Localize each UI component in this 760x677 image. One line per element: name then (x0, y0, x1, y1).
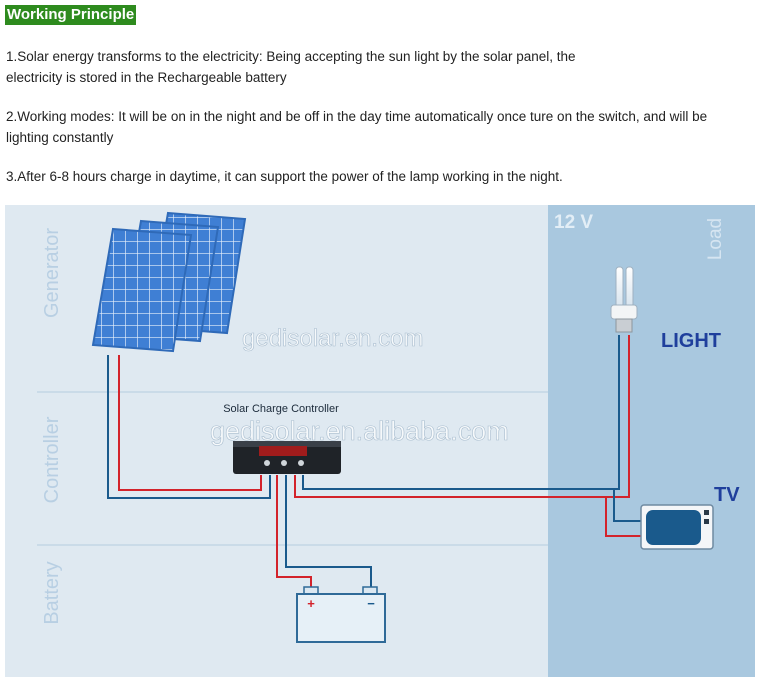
light-bulb-icon (610, 266, 638, 333)
controller-title: Solar Charge Controller (223, 403, 339, 415)
generator-label: Generator (41, 228, 63, 318)
wiring (107, 335, 641, 589)
panel-positive-wire (118, 355, 262, 491)
tv-icon (640, 504, 714, 550)
paragraph-2: 2.Working modes: It will be on in the ni… (6, 106, 751, 148)
paragraph-1-line-1: 1.Solar energy transforms to the electri… (6, 49, 576, 64)
controller-label: Controller (41, 416, 63, 503)
watermark-gedisolar: gedisolar.en.com (242, 325, 423, 352)
paragraph-1: 1.Solar energy transforms to the electri… (6, 46, 751, 88)
battery-positive-wire (276, 475, 312, 589)
light-positive-wire (294, 335, 630, 498)
voltage-label: 12 V (554, 212, 593, 233)
battery-label: Battery (41, 561, 63, 624)
paragraph-1-line-2: electricity is stored in the Rechargeabl… (6, 70, 287, 85)
paragraph-2-line-1: 2.Working modes: It will be on in the ni… (6, 109, 708, 124)
paragraph-3: 3.After 6-8 hours charge in daytime, it … (6, 166, 751, 187)
tv-positive-wire (605, 497, 641, 537)
charge-controller (233, 441, 341, 474)
tv-label: TV (714, 484, 740, 506)
tv-negative-wire (613, 489, 641, 522)
light-label: LIGHT (661, 330, 721, 352)
panel-negative-wire (107, 355, 271, 499)
battery-icon (296, 586, 386, 643)
solar-panel-array (91, 211, 247, 353)
watermark-alibaba: gedisolar.en.alibaba.com (210, 416, 509, 446)
solar-system-diagram: Generator Controller Battery Load 12 V S… (5, 205, 755, 677)
solar-panel-front (91, 227, 193, 353)
load-label: Load (705, 218, 726, 260)
paragraph-3-line-1: 3.After 6-8 hours charge in daytime, it … (6, 169, 563, 184)
battery-negative-sign: − (367, 596, 375, 611)
section-heading: Working Principle (5, 5, 137, 25)
battery-positive-sign: + (307, 596, 315, 611)
load-area (548, 205, 755, 677)
light-negative-wire (302, 335, 620, 490)
controller-display (259, 446, 307, 456)
paragraph-2-line-2: lighting constantly (6, 130, 114, 145)
battery-negative-wire (285, 475, 372, 589)
